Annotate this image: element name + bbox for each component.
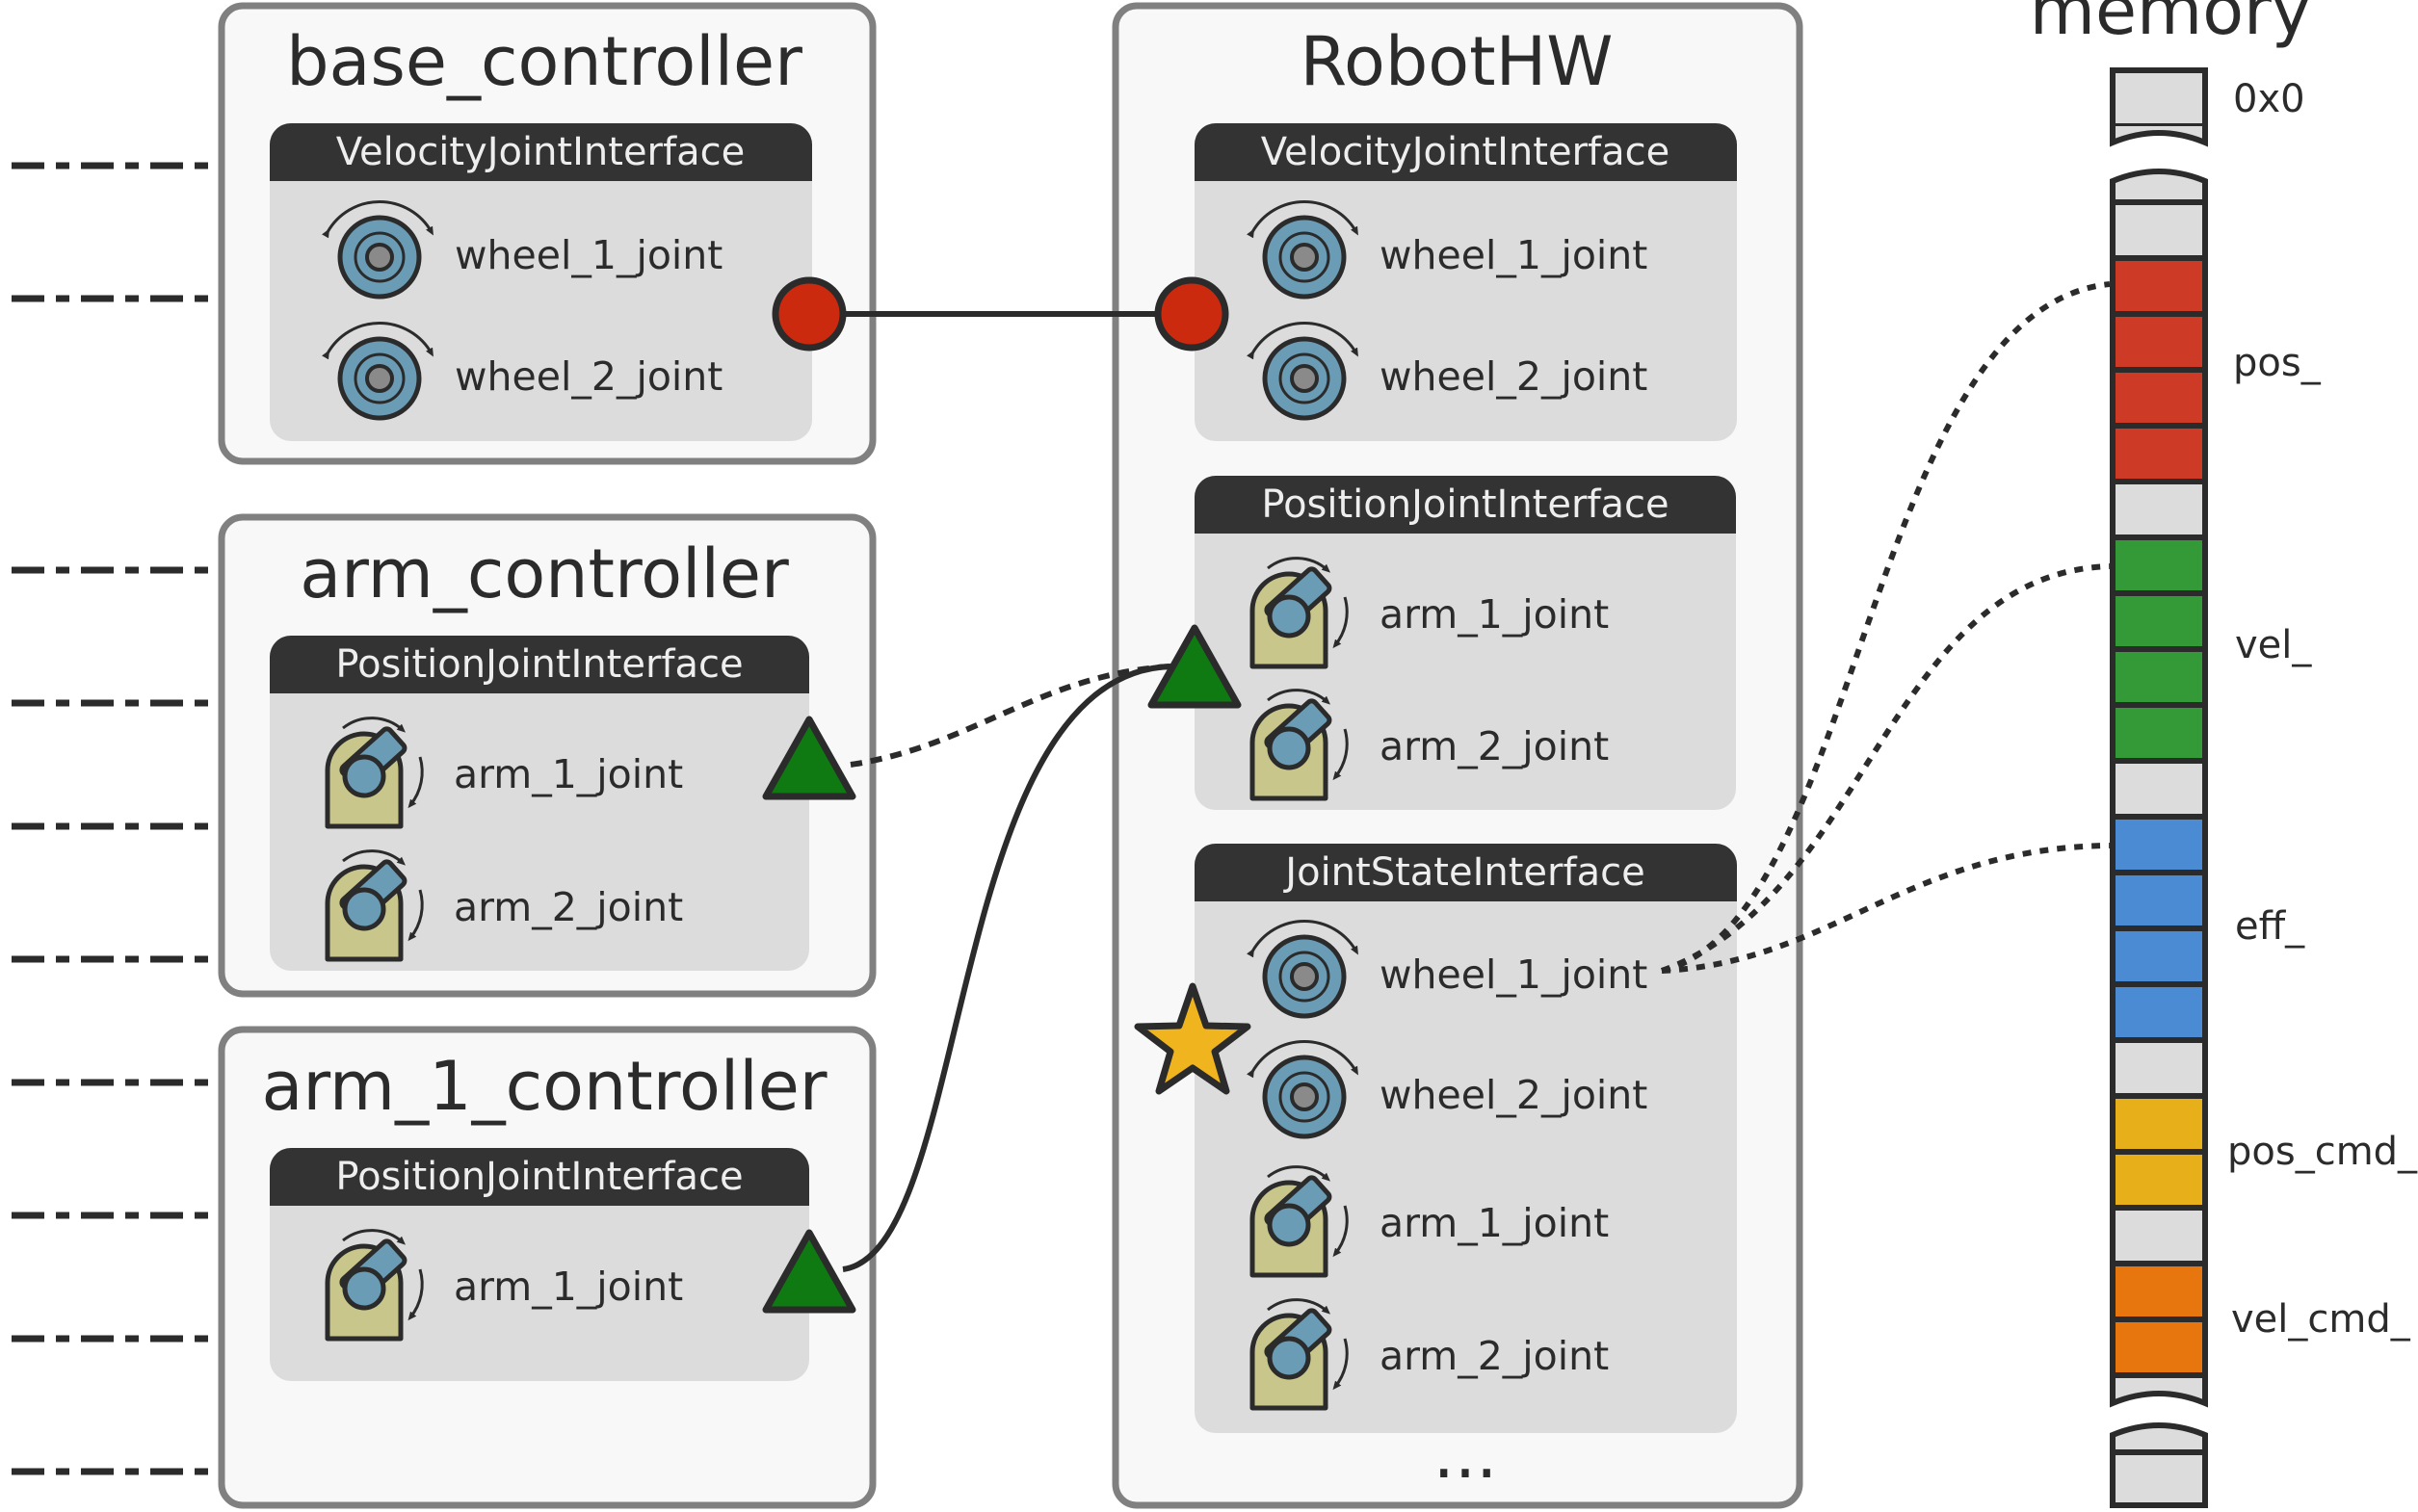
base-controller-title: base_controller	[286, 22, 802, 101]
arm-1-controller-box[interactable]: arm_1_controller PositionJointInterface …	[218, 1026, 877, 1509]
memory-cell-vel	[2110, 534, 2208, 596]
memory-eff-label: eff_	[2235, 904, 2305, 949]
base-controller-velocity-port	[772, 276, 847, 352]
memory-cell-pos	[2110, 255, 2208, 317]
memory-cell	[2110, 199, 2208, 261]
memory-title: memory	[2030, 0, 2311, 50]
interface-title: JointStateInterface	[1282, 850, 1644, 895]
joint-label: wheel_1_joint	[1380, 952, 1647, 998]
memory-cell	[2110, 67, 2208, 129]
memory-pos-cmd-label: pos_cmd_	[2227, 1130, 2418, 1174]
memory-cell-vel	[2110, 590, 2208, 652]
interface-title: PositionJointInterface	[335, 642, 743, 687]
base-controller-input-lines	[12, 162, 222, 302]
joint-label: arm_2_joint	[454, 884, 683, 930]
memory-cell-eff	[2110, 814, 2208, 875]
memory-cell-pos	[2110, 367, 2208, 429]
memory-cell-vel	[2110, 646, 2208, 708]
joint-label: arm_1_joint	[1380, 591, 1609, 638]
memory-vel-link	[1660, 563, 2111, 974]
joint-label: arm_2_joint	[1380, 1333, 1609, 1379]
joint-label: wheel_2_joint	[1380, 1072, 1647, 1118]
memory-cell-pos-cmd	[2110, 1093, 2208, 1155]
robothw-ellipsis: ...	[1433, 1415, 1498, 1494]
robothw-title: RobotHW	[1301, 22, 1614, 101]
robothw-position-interface-panel: PositionJointInterface arm_1_joint arm_2…	[1195, 476, 1736, 810]
interface-title: VelocityJointInterface	[1261, 130, 1669, 174]
input-lines	[12, 162, 222, 1475]
interface-title: VelocityJointInterface	[336, 130, 745, 174]
joint-label: arm_1_joint	[1380, 1200, 1609, 1246]
memory-cell	[2110, 1205, 2208, 1266]
memory-cell	[2110, 1037, 2208, 1099]
memory-cell-eff	[2110, 870, 2208, 931]
joint-label: wheel_2_joint	[455, 353, 723, 400]
arm-1-controller-interface-panel: PositionJointInterface arm_1_joint	[270, 1148, 809, 1381]
memory-break-top	[2110, 1372, 2208, 1408]
memory-cell	[2110, 479, 2208, 540]
robothw-velocity-interface-panel: VelocityJointInterface wheel_1_joint whe…	[1195, 123, 1737, 441]
memory-pos-link	[1661, 281, 2111, 974]
memory-break-bottom	[2110, 169, 2208, 205]
robothw-velocity-port	[1154, 276, 1229, 352]
joint-label: arm_2_joint	[1380, 723, 1609, 769]
memory-break-bottom	[2110, 1422, 2208, 1455]
arm-1-controller-claim-line	[842, 664, 1171, 1272]
arm-controller-interface-panel: PositionJointInterface arm_1_joint arm_2…	[270, 636, 809, 971]
joint-label: wheel_1_joint	[455, 232, 723, 278]
memory-cell-pos	[2110, 311, 2208, 373]
memory-cell-vel-cmd	[2110, 1316, 2208, 1378]
base-controller-box[interactable]: base_controller VelocityJointInterface w…	[218, 2, 877, 465]
joint-label: arm_1_joint	[454, 1264, 683, 1310]
interface-title: PositionJointInterface	[1261, 482, 1669, 527]
robothw-joint-state-star-port	[1134, 982, 1251, 1095]
arm-1-controller-title: arm_1_controller	[261, 1047, 827, 1126]
connections	[809, 281, 2111, 1272]
memory-pos-label: pos_	[2233, 341, 2322, 385]
arm-controller-input-lines	[12, 566, 222, 963]
robothw-joint-state-interface-panel: JointStateInterface wheel_1_joint wheel_…	[1195, 844, 1737, 1433]
memory-vel-cmd-label: vel_cmd_	[2231, 1297, 2411, 1342]
base-controller-interface-panel: VelocityJointInterface wheel_1_joint whe…	[270, 123, 812, 441]
robothw-position-port	[1147, 624, 1242, 709]
memory-cell	[2110, 1449, 2208, 1508]
arm-1-controller-input-lines	[12, 1079, 222, 1475]
arm-controller-title: arm_controller	[300, 534, 789, 613]
arm-controller-claim-dashed-line	[850, 664, 1171, 768]
memory-break-top	[2110, 126, 2208, 147]
ports[interactable]	[762, 276, 1251, 1314]
joint-label: arm_1_joint	[454, 751, 683, 797]
memory-cell-pos-cmd	[2110, 1149, 2208, 1211]
memory-cell-vel-cmd	[2110, 1261, 2208, 1322]
arm-1-controller-position-port	[762, 1229, 856, 1314]
memory-cell-pos	[2110, 423, 2208, 484]
arm-controller-position-port	[762, 716, 856, 800]
memory-cells	[2110, 67, 2208, 1508]
memory-column: memory	[2030, 0, 2418, 1508]
memory-cell-vel	[2110, 702, 2208, 764]
memory-cell-eff	[2110, 925, 2208, 987]
memory-cell	[2110, 758, 2208, 820]
robothw-box[interactable]: RobotHW VelocityJointInterface wheel_1_j…	[1112, 2, 1803, 1509]
interface-title: PositionJointInterface	[335, 1155, 743, 1199]
memory-origin-label: 0x0	[2233, 77, 2305, 121]
arm-controller-box[interactable]: arm_controller PositionJointInterface ar…	[218, 513, 877, 998]
memory-cell-eff	[2110, 981, 2208, 1043]
joint-label: wheel_2_joint	[1380, 353, 1647, 400]
memory-vel-label: vel_	[2235, 623, 2312, 667]
joint-label: wheel_1_joint	[1380, 232, 1647, 278]
